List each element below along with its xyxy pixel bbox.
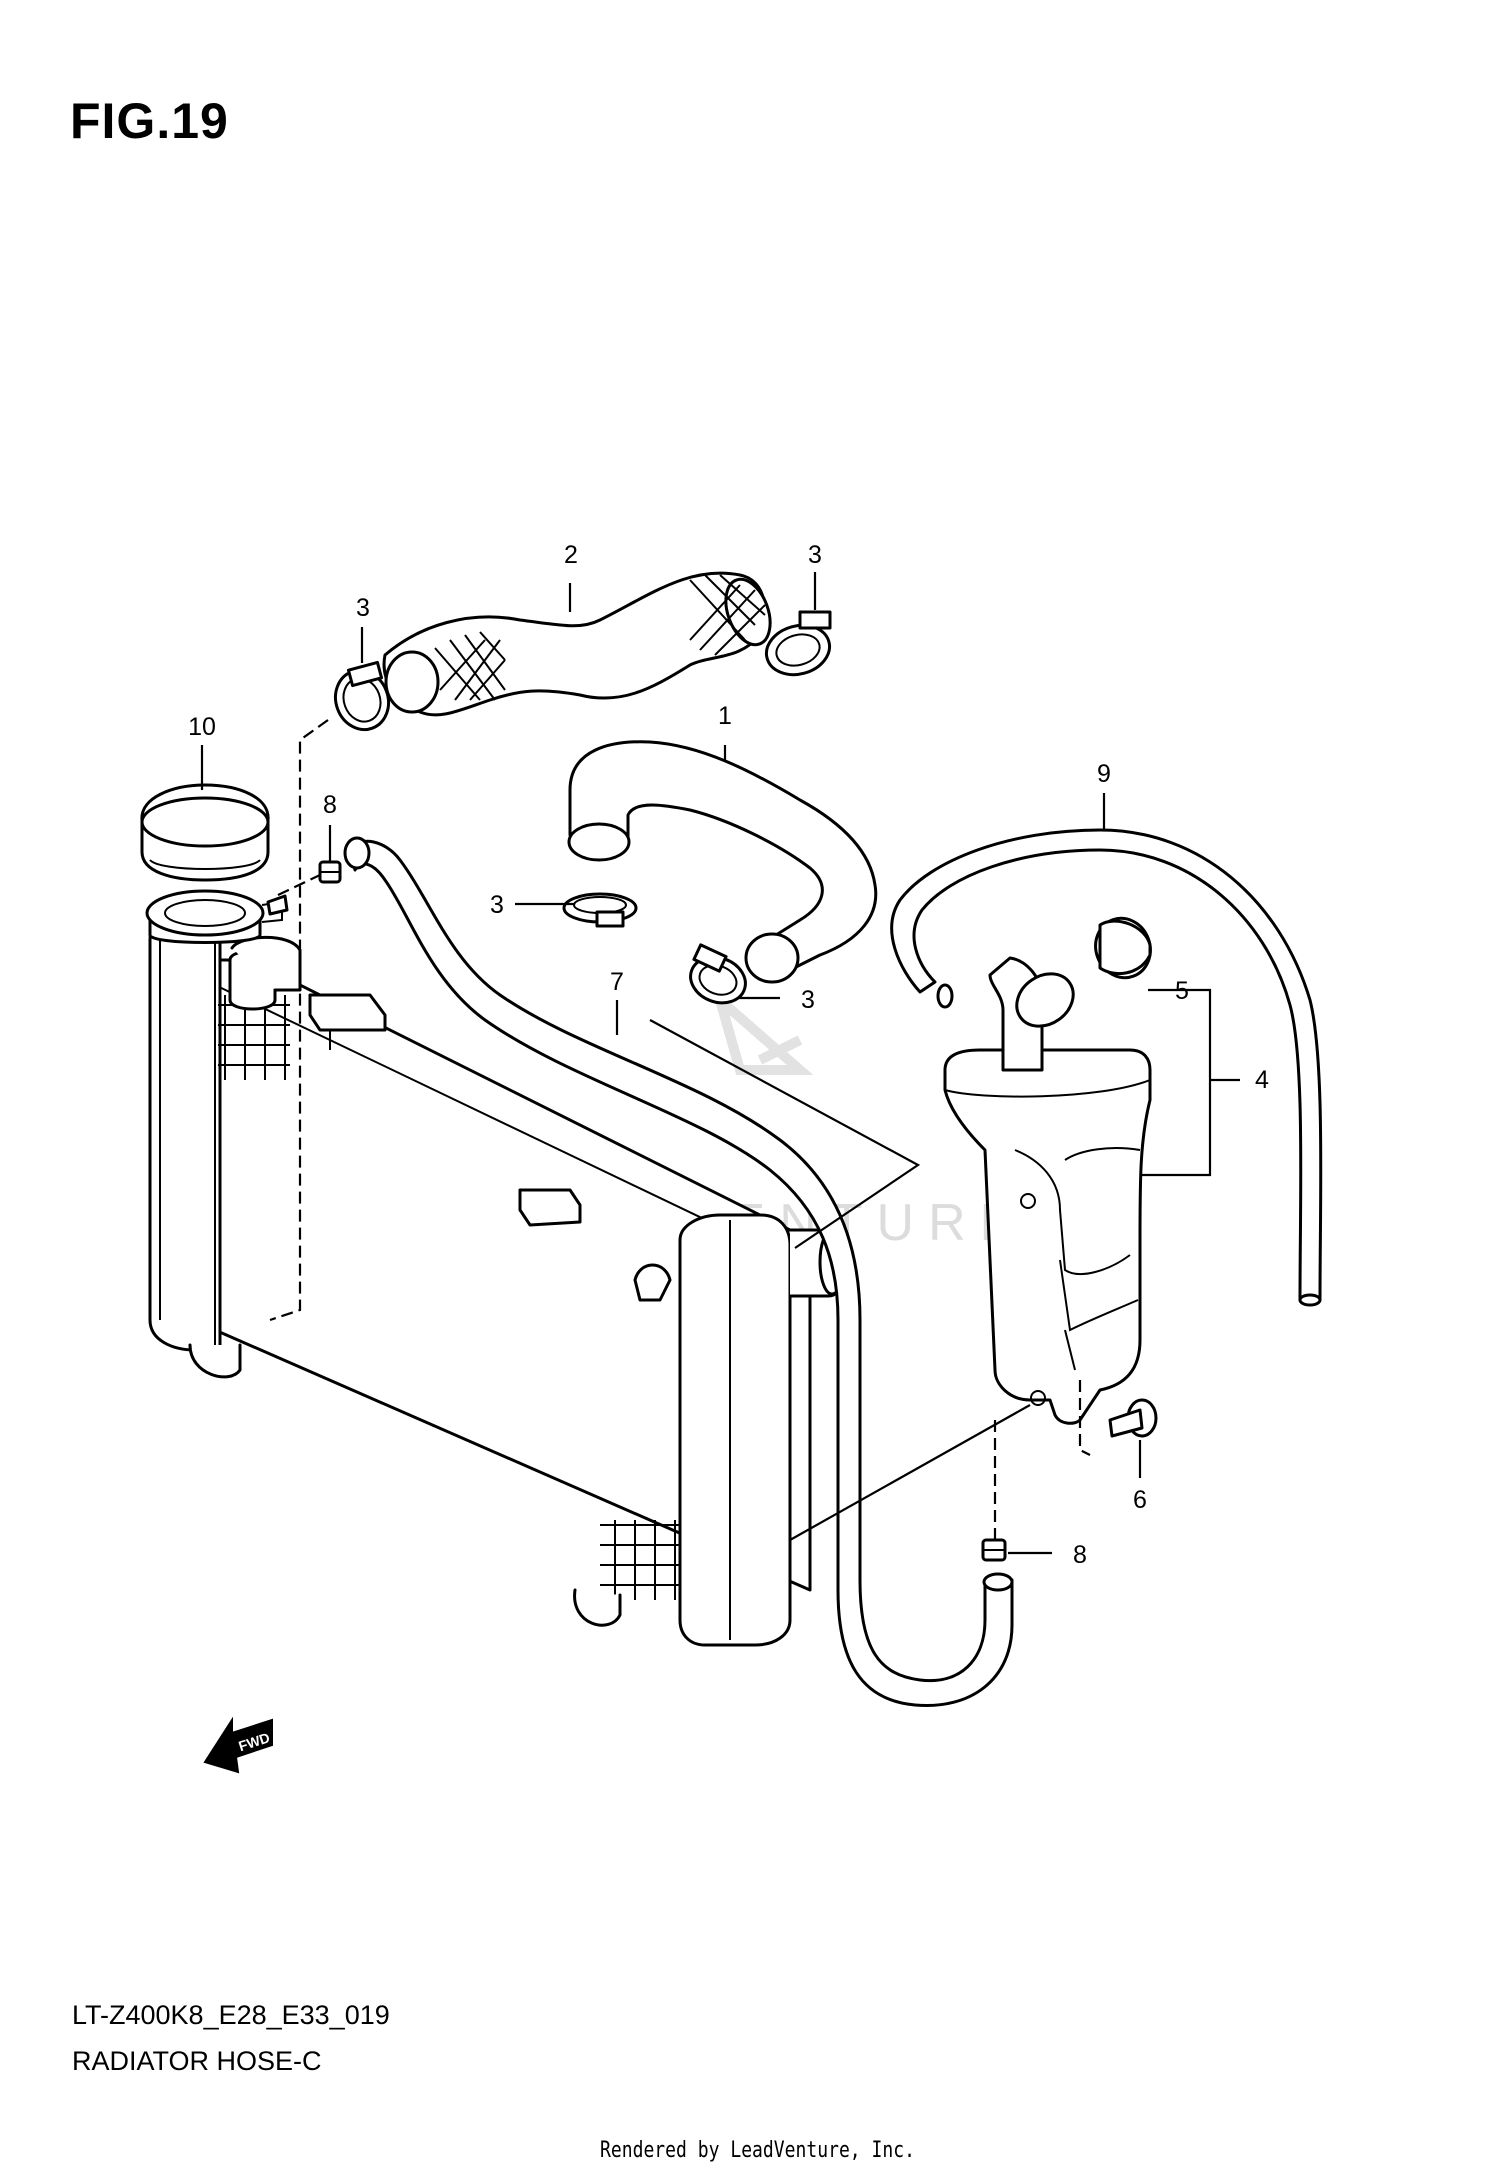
callout-3-lower: 3 (801, 986, 815, 1014)
callout-9: 9 (1097, 760, 1111, 788)
clamp-3-upper-left (334, 660, 390, 732)
figure-title: FIG.19 (70, 93, 229, 149)
hose-2 (382, 571, 772, 717)
callout-1: 1 (718, 702, 732, 730)
diagram-name: RADIATOR HOSE-C (72, 2046, 322, 2076)
clamp-3-middle (562, 892, 638, 928)
radiator (145, 889, 846, 1647)
footer-credit: Rendered by LeadVenture, Inc. (600, 2138, 915, 2163)
clamp-3-lower (689, 943, 747, 1005)
hose-7 (343, 836, 1014, 1708)
callout-8-upper: 8 (323, 791, 337, 819)
callout-2: 2 (564, 541, 578, 569)
clip-8-upper (318, 860, 342, 884)
callout-3-middle: 3 (490, 891, 504, 919)
clip-8-lower (981, 1538, 1007, 1562)
clamp-3-upper-right (764, 610, 832, 677)
reservoir-tank (943, 916, 1152, 1425)
assembly-lines (269, 719, 1091, 1541)
hose-9 (890, 828, 1323, 1307)
hose-1 (567, 740, 878, 984)
callout-7: 7 (610, 968, 624, 996)
callout-6: 6 (1133, 1486, 1147, 1514)
callout-8-lower: 8 (1073, 1541, 1087, 1569)
callout-3-upper-left: 3 (356, 594, 370, 622)
callout-10: 10 (188, 713, 216, 741)
fwd-arrow-icon: FWD (203, 1716, 273, 1774)
model-code: LT-Z400K8_E28_E33_019 (72, 2000, 390, 2030)
radiator-cap (140, 783, 270, 882)
leader-lines (200, 572, 1240, 1555)
callout-3-upper-right: 3 (808, 541, 822, 569)
callout-4: 4 (1255, 1066, 1269, 1094)
cap-retainer-screw (266, 894, 289, 916)
bolt-6 (1108, 1398, 1158, 1438)
callout-5: 5 (1175, 977, 1189, 1005)
